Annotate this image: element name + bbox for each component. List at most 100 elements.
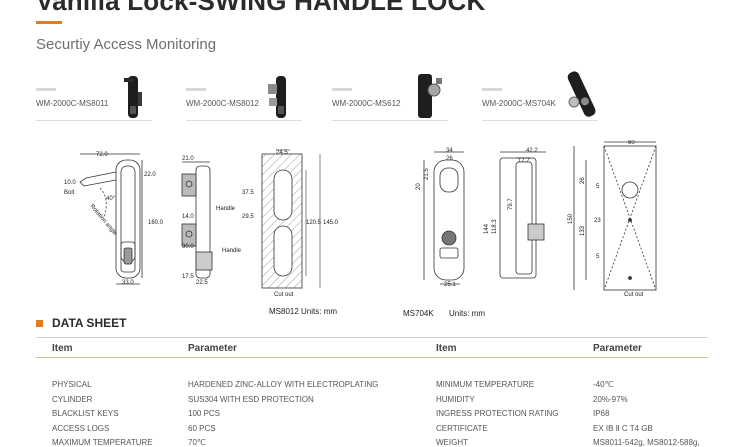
table-cell: MAXIMUM TEMPERATURE [52, 438, 153, 447]
dim-label: 145.0 [323, 220, 339, 226]
model-label: WM-2000C-MS612 [332, 99, 401, 108]
dim-label: 21.0 [182, 156, 194, 162]
dim-label: 25.1 [444, 282, 456, 288]
lock-ms8012-image [268, 76, 286, 118]
dim-label: 21.5 [424, 168, 430, 180]
dim-label: 10.0 [64, 180, 76, 186]
dim-label: Handle [216, 206, 236, 212]
table-cell: ACCESS LOGS [52, 424, 110, 433]
dim-label: 42.2 [526, 148, 538, 154]
table-cell: 100 PCS [188, 409, 221, 418]
data-sheet-marker [36, 320, 43, 327]
model-bar [186, 88, 206, 91]
table-cell: HARDENED ZINC-ALLOY WITH ELECTROPLATING [188, 380, 379, 389]
lock-ms704k-image [567, 71, 596, 117]
title-accent-bar [36, 21, 62, 24]
dim-label: 150 [568, 213, 574, 224]
table-header-parameter-1: Parameter [188, 343, 237, 354]
dim-label: 5 [596, 254, 600, 260]
table-cell: IP68 [593, 409, 610, 418]
table-cell: BLACKLIST KEYS [52, 409, 119, 418]
table-cell: HUMIDITY [436, 395, 475, 404]
dim-label: 37.5 [242, 190, 254, 196]
technical-drawings: 72.0 10.0 Bolt 22.0 40° Rotation angle 1… [0, 140, 735, 320]
ms704k-side-view [499, 151, 546, 279]
model-bar [332, 88, 352, 91]
lock-ms8011-image [124, 76, 142, 118]
table-cell: CYLINDER [52, 395, 93, 404]
dim-label: 17.7 [518, 158, 530, 164]
drawings-svg: 72.0 10.0 Bolt 22.0 40° Rotation angle 1… [64, 140, 657, 298]
table-cell: WEIGHT [436, 438, 468, 447]
table-cell: 60 PCS [188, 424, 216, 433]
ms8012-side-view [181, 161, 213, 279]
dim-label: 22.0 [144, 172, 156, 178]
model-divider [36, 120, 152, 121]
dim-label: 40° [106, 196, 116, 202]
caption-ms8012: MS8012 Units: mm [269, 307, 338, 316]
table-header-rule [36, 357, 708, 358]
page-subtitle: Securtiy Access Monitoring [36, 36, 217, 53]
dim-label: 79.7 [508, 198, 514, 210]
dim-label: 14.0 [182, 214, 194, 220]
table-cell: 70℃ [188, 438, 206, 447]
table-cell: 20%-97% [593, 395, 628, 404]
dim-label: 22.5 [196, 280, 208, 286]
dim-label: 133 [580, 225, 586, 236]
table-top-rule [36, 337, 708, 338]
dim-label: 23 [594, 218, 601, 224]
table-cell: MINIMUM TEMPERATURE [436, 380, 534, 389]
page-title: Vanilla Lock-SWING HANDLE LOCK [36, 0, 486, 16]
dim-label: 34 [446, 148, 453, 154]
model-label: WM-2000C-MS704K [482, 99, 556, 108]
ms704k-front-view [423, 151, 465, 285]
dim-label: 29.5 [242, 214, 254, 220]
model-divider [332, 120, 448, 121]
model-divider [186, 120, 302, 121]
dim-label: Handle [222, 248, 242, 254]
dim-label: 120.5 [306, 220, 322, 226]
dim-label: 72.0 [96, 152, 108, 158]
dim-label: 33.0 [122, 280, 134, 286]
dim-label: 17.5 [182, 274, 194, 280]
dim-label: 24.5 [276, 150, 288, 156]
dim-label: 118.3 [492, 219, 498, 234]
lock-ms612-image [418, 74, 442, 118]
table-cell: INGRESS PROTECTION RATING [436, 409, 559, 418]
table-header-parameter-2: Parameter [593, 343, 642, 354]
dim-label: Cut out [624, 292, 644, 298]
model-card-ms704k: WM-2000C-MS704K [482, 71, 600, 124]
table-cell: CERTIFICATE [436, 424, 488, 433]
model-card-ms612: WM-2000C-MS612 [332, 72, 450, 124]
dim-label: 5 [596, 184, 600, 190]
ms8012-cutout [261, 149, 321, 289]
dim-label: 144 [484, 223, 490, 234]
table-cell: MS8011-542g, MS8012-588g, [593, 438, 700, 447]
table-header-item-1: Item [52, 343, 73, 354]
table-cell: PHYSICAL [52, 380, 92, 389]
model-divider [482, 120, 598, 121]
model-label: WM-2000C-MS8011 [36, 99, 109, 108]
model-card-ms8012: WM-2000C-MS8012 [186, 72, 304, 124]
dim-label: 160.0 [148, 220, 164, 226]
ms704k-cutout [573, 141, 657, 291]
dim-label: 20 [416, 183, 422, 190]
dim-label: 60 [628, 140, 635, 146]
model-card-ms8011: WM-2000C-MS8011 [36, 72, 154, 124]
dim-label: Cut out [274, 292, 294, 298]
dim-label: Rotation angle [88, 203, 118, 237]
model-bar [36, 88, 56, 91]
model-label: WM-2000C-MS8012 [186, 99, 259, 108]
caption-ms704k: MS704K [403, 309, 434, 318]
table-cell: -40℃ [593, 380, 614, 389]
dim-label: 30.0 [182, 244, 194, 250]
dim-label: Bolt [64, 190, 75, 196]
table-header-item-2: Item [436, 343, 457, 354]
data-sheet-title: DATA SHEET [52, 316, 127, 330]
dim-label: 26 [446, 156, 453, 162]
table-cell: SUS304 WITH ESD PROTECTION [188, 395, 314, 404]
model-bar [482, 88, 502, 91]
dim-label: 26 [580, 177, 586, 184]
ms8012-front-view [79, 153, 143, 285]
table-cell: EX IB Ⅱ C T4 GB [593, 424, 653, 433]
